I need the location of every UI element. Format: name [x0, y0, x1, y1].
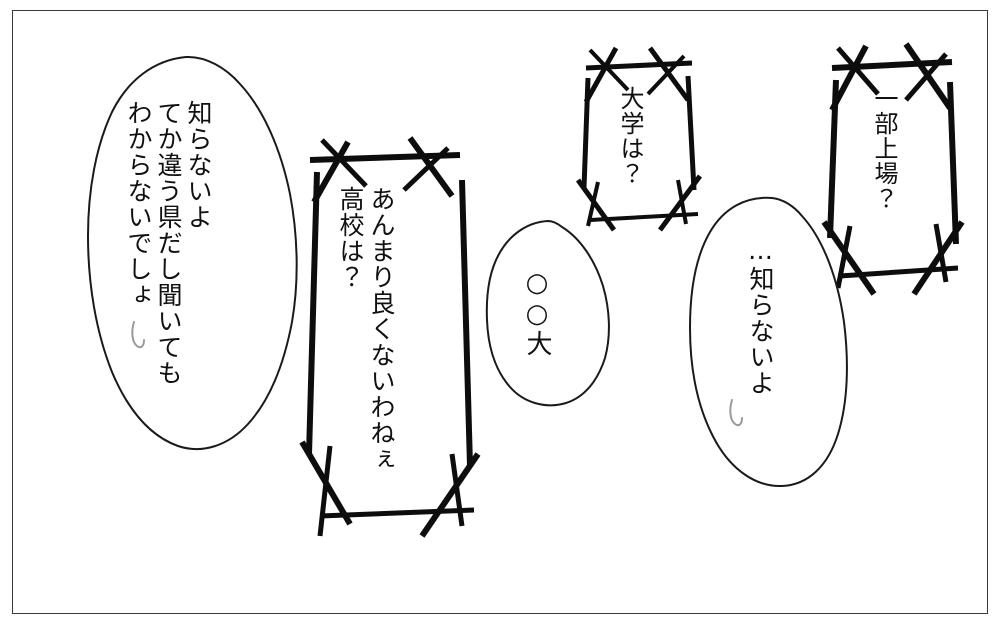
bubble-outline-shape: [87, 55, 298, 450]
bubble-text-block: あんまり良くないわねぇ 高校は？: [336, 186, 396, 486]
speech-bubble-daigaku-wa: 大学は？: [564, 34, 712, 240]
bubble-text-block: 知らないよ てか違う県だし聞いても わからないでしょ: [124, 100, 213, 420]
text-column-1: 知らないよ: [184, 100, 213, 230]
speech-bubble-shiranaiyo-right: …知らないよ: [686, 194, 852, 494]
speech-bubble-marumaru-dai: ○○大: [484, 218, 612, 410]
bubble-text-block: …知らないよ: [746, 236, 775, 426]
bubble-tail-hook: [131, 321, 145, 349]
text-column-3: わからないでしょ: [124, 100, 153, 308]
bubble-text-block: 大学は？: [616, 86, 644, 202]
bubble-outline-shape: [689, 196, 848, 488]
bubble-outline-shape: [299, 136, 481, 538]
text-column-2: 高校は？: [336, 186, 365, 290]
bubble-outline-shape: [575, 46, 703, 232]
text-column-1: 一部上場？: [870, 86, 898, 211]
text-column-1: …知らないよ: [746, 236, 775, 396]
speech-bubble-koukou-wa: あんまり良くないわねぇ 高校は？: [292, 124, 492, 544]
text-column-2: てか違う県だし聞いても: [154, 100, 183, 386]
bubble-outline-shape: [821, 42, 965, 296]
bubble-text-block: ○○大: [522, 268, 552, 368]
text-column-1: ○○大: [522, 268, 552, 358]
bubble-text-block: 一部上場？: [870, 86, 898, 236]
text-column-1: あんまり良くないわねぇ: [367, 186, 396, 472]
text-column-1: 大学は？: [616, 86, 644, 186]
bubble-outline-shape: [485, 220, 610, 407]
speech-bubble-shiranaiyo-left: 知らないよ てか違う県だし聞いても わからないでしょ: [84, 54, 300, 454]
bubble-tail-hook: [729, 399, 743, 427]
speech-bubble-ichibu-jojo: 一部上場？: [810, 26, 976, 306]
